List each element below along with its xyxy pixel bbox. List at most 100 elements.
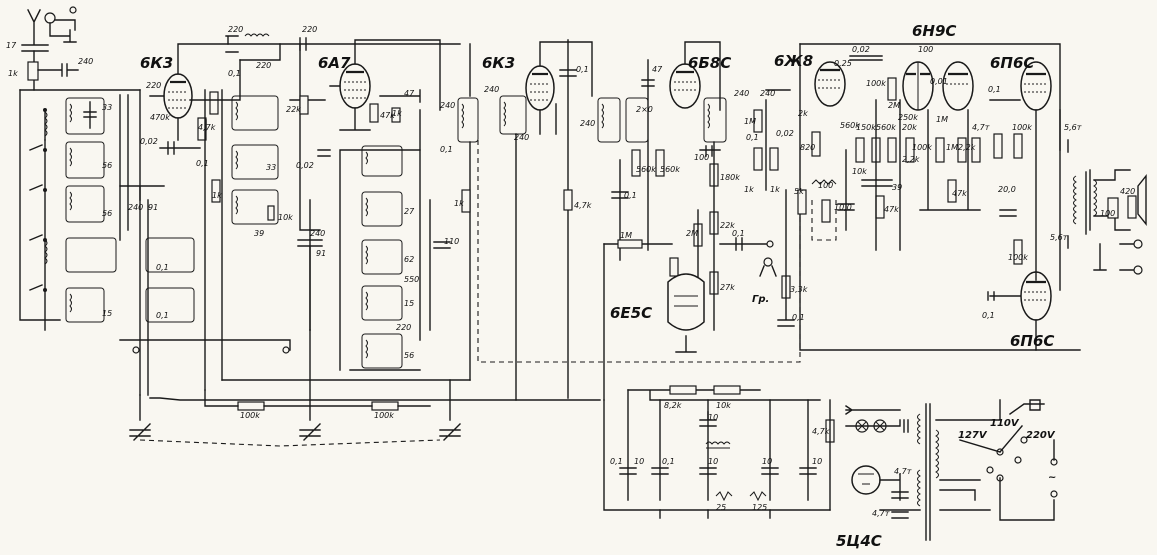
- label-r-47k-conv: 47k: [380, 111, 395, 120]
- label-ac-symbol: ~: [1048, 472, 1056, 483]
- label-r-1m-a: 1M: [744, 117, 756, 126]
- label-r-22k: 22k: [286, 105, 301, 114]
- label-c-47-conv: 47: [404, 89, 415, 98]
- label-r-100: 100: [818, 181, 833, 190]
- label-r-100k-bot-b: 100k: [374, 411, 394, 420]
- label-fuse-gr: Гр.: [752, 294, 769, 305]
- label-r-2m-pi: 2M: [888, 101, 900, 110]
- label-c-01-b: 0,1: [196, 159, 209, 168]
- tuning-indicator: [603, 239, 705, 401]
- label-c-15-b: 15: [404, 299, 414, 308]
- label-c-550: 550: [404, 275, 419, 284]
- label-r-1k-af: 1k: [744, 185, 754, 194]
- label-r-47k-ps: 4,7k: [812, 427, 830, 436]
- label-r-2m: 2M: [686, 229, 698, 238]
- label-r-1k-if: 1k: [454, 199, 464, 208]
- label-r-22k-pi: 2,2k: [902, 155, 920, 164]
- antenna-section: [19, 6, 141, 321]
- tube-rf-amp: [149, 43, 461, 203]
- tube-label-phase-inverter: 6Н9С: [912, 22, 956, 40]
- label-c-001: 0,01: [930, 77, 948, 86]
- label-c-002-af: 0,02: [776, 129, 794, 138]
- tube-label-output-bottom: 6П6С: [1010, 332, 1054, 350]
- label-c-56-a: 56: [102, 161, 112, 170]
- label-c-220-d: 220: [302, 25, 317, 34]
- label-r-56t: 5,6т: [1064, 123, 1082, 132]
- label-c-240-det: 240: [580, 119, 595, 128]
- label-c-47t-b: 4,7т: [872, 509, 890, 518]
- label-c-33: 33: [102, 103, 112, 112]
- converter-coils: [349, 109, 451, 371]
- tube-label-rectifier: 5Ц4С: [836, 532, 882, 550]
- label-r-47k-out: 47k: [952, 189, 967, 198]
- label-c-10-ps-d: 10: [762, 457, 772, 466]
- label-antenna-cap: 17: [6, 41, 17, 50]
- label-c-01-d: 0,1: [156, 311, 169, 320]
- label-r-82k: 8,2k: [664, 401, 682, 410]
- label-r-100k-bot-a: 100k: [240, 411, 260, 420]
- label-c-002-rf: 0,02: [140, 137, 158, 146]
- label-r-470k: 470k: [150, 113, 170, 122]
- tube-label-detector: 6Б8С: [688, 54, 731, 72]
- label-c-10-ps-b: 10: [708, 457, 718, 466]
- label-c-91-a: 91: [148, 203, 158, 212]
- label-c-01-h: 0,1: [792, 313, 805, 322]
- label-r-10k-ps: 10k: [716, 401, 731, 410]
- label-r-1k-rf: 1k: [212, 191, 222, 200]
- label-r-22k-det: 22k: [720, 221, 735, 230]
- label-c-01-f: 0,1: [624, 191, 637, 200]
- label-r-100k-c: 100k: [1008, 253, 1028, 262]
- label-c-01-g: 0,1: [732, 229, 745, 238]
- top-coupling: [225, 33, 307, 61]
- label-c-27: 27: [404, 207, 415, 216]
- label-r-22k-out: 2,2k: [958, 143, 976, 152]
- component-labels: 17 1k 240 220 220 220 220 0,1 470k 0,02 …: [6, 25, 1135, 518]
- label-c-10-ps-e: 10: [812, 457, 822, 466]
- detector-stage: [597, 41, 774, 331]
- label-r-3-3k: 3,3k: [790, 285, 808, 294]
- label-c-01-ps-a: 0,1: [610, 457, 623, 466]
- label-r-820: 820: [800, 143, 815, 152]
- label-r-2k: 2k: [798, 109, 808, 118]
- label-r-180k: 180k: [720, 173, 740, 182]
- label-r-100k-b: 100k: [912, 143, 932, 152]
- label-r-1m-pi: 1M: [936, 115, 948, 124]
- label-r-560k-d: 560k: [876, 123, 896, 132]
- label-c-15-a: 15: [102, 309, 112, 318]
- label-r-47k-pi: 47k: [884, 205, 899, 214]
- oscillator-coils: [204, 43, 471, 391]
- label-c-39-pi: 39: [892, 183, 902, 192]
- label-c-47t-a: 4,7т: [894, 467, 912, 476]
- label-c-10-ps-c: 10: [708, 413, 718, 422]
- label-r-100k-pi: 100k: [866, 79, 886, 88]
- tube-labels: 6К3 6А7 6К3 6Б8С 6Ж8 6Н9С 6П6С 6П6С 6Е5С…: [140, 22, 1054, 550]
- tube-converter: [329, 39, 441, 371]
- label-c-01-out: 0,1: [988, 85, 1001, 94]
- label-c-01-c: 0,1: [156, 263, 169, 272]
- label-c-56-b: 56: [102, 209, 112, 218]
- tube-label-rf-amp: 6К3: [140, 54, 173, 72]
- label-r-56t-b: 5,6т: [1050, 233, 1068, 242]
- label-r-560k-b: 560k: [660, 165, 680, 174]
- label-c-240-ant: 240: [78, 57, 93, 66]
- label-r-47k-if: 4,7k: [574, 201, 592, 210]
- label-c-220-b: 220: [228, 25, 243, 34]
- label-c-110: 110: [444, 237, 459, 246]
- label-c-240-d: 240: [440, 101, 455, 110]
- label-c-10-ps-a: 10: [634, 457, 644, 466]
- label-r-100k-out: 100k: [1012, 123, 1032, 132]
- label-c-91-b: 91: [316, 249, 326, 258]
- label-c-240-g: 240: [734, 89, 749, 98]
- label-c-10-af: 10,0: [834, 203, 852, 212]
- label-r-560k-a: 560k: [636, 165, 656, 174]
- label-r-10k-pi: 10k: [852, 167, 867, 176]
- tube-label-af-amp: 6Ж8: [774, 52, 813, 70]
- label-c-2x240: 2×0: [636, 105, 653, 114]
- label-antenna-res: 1k: [8, 69, 18, 78]
- label-c-100-det: 100: [694, 153, 709, 162]
- label-r-560k-c: 560k: [840, 121, 860, 130]
- label-c-01-e: 0,1: [440, 145, 453, 154]
- label-r-1m-ind: 1M: [620, 231, 632, 240]
- label-r-100-out: 100: [1100, 209, 1115, 218]
- label-r-1k-conv: 1k: [392, 109, 402, 118]
